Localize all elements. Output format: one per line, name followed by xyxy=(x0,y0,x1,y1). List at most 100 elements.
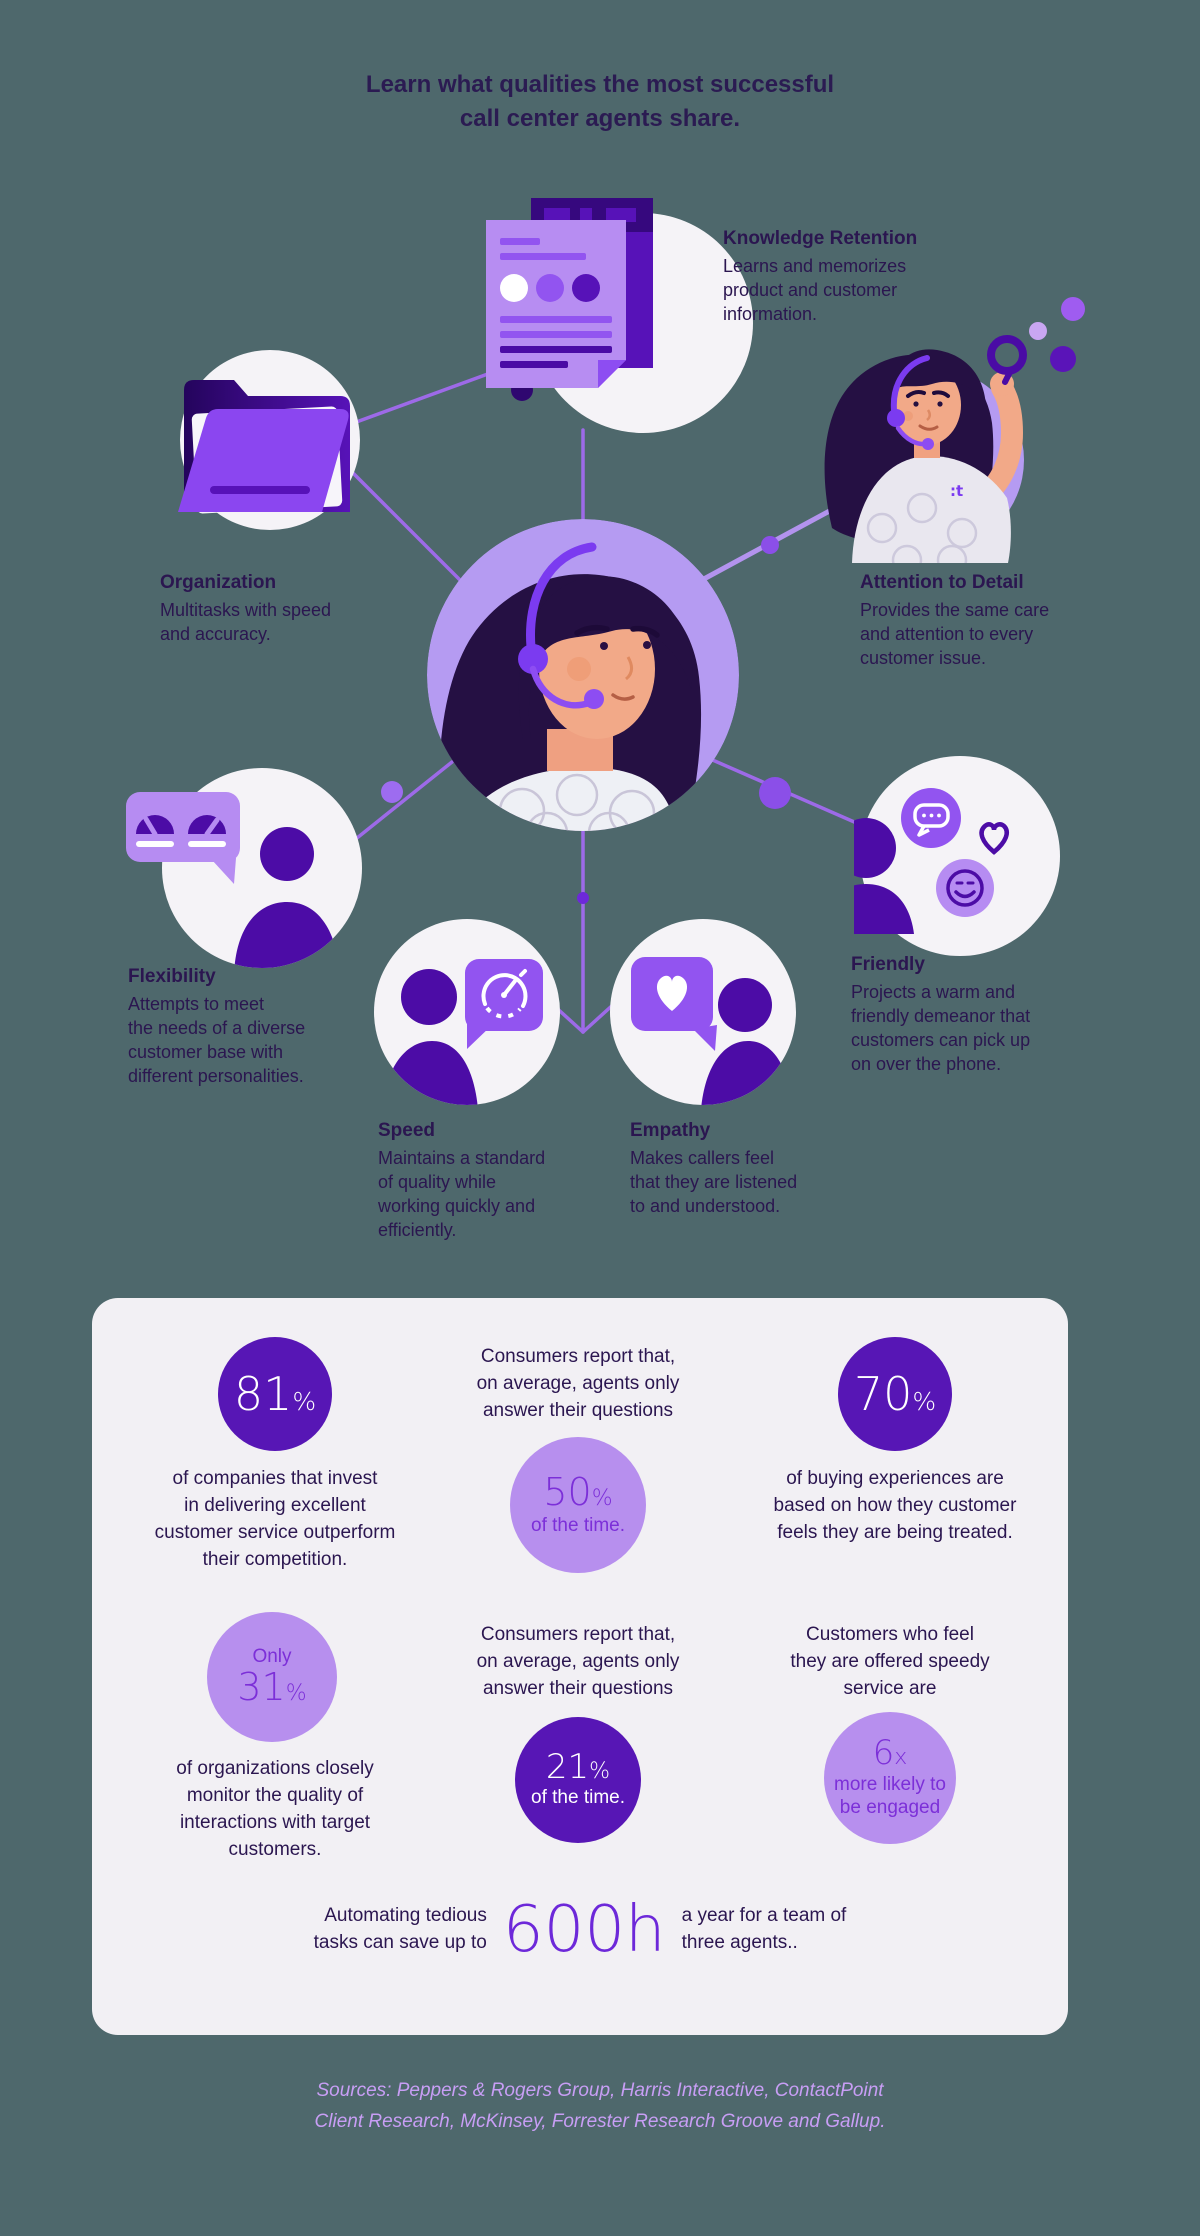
heart-icon xyxy=(656,975,688,1011)
shirt xyxy=(852,455,1011,563)
stat-value: 50% xyxy=(543,1469,613,1514)
blush xyxy=(567,657,591,681)
eye xyxy=(913,401,919,407)
smiley-badge xyxy=(936,859,994,917)
nose xyxy=(624,656,633,681)
headset-mic-tip xyxy=(584,689,604,709)
mouth xyxy=(918,424,939,431)
stat-value: 70% xyxy=(853,1366,937,1421)
empathy-icon xyxy=(610,919,796,1105)
page-title: Learn what qualities the most successful… xyxy=(365,71,835,132)
headset-mic-tip xyxy=(922,438,934,450)
stat-circle-70: 70% xyxy=(838,1337,952,1451)
headset-earpad xyxy=(518,644,548,674)
quality-friendly: Friendly Projects a warm and friendly de… xyxy=(851,954,1101,1076)
eye xyxy=(600,642,608,650)
stat-intro-21: Consumers report that, on average, agent… xyxy=(476,1624,680,1699)
document-icon xyxy=(486,198,653,388)
quality-speed: Speed Maintains a standard of quality wh… xyxy=(378,1120,608,1242)
quality-title: Empathy xyxy=(630,1120,711,1141)
mouth xyxy=(611,693,635,701)
heart-icon xyxy=(979,822,1009,855)
person-silhouette-icon xyxy=(854,818,914,934)
speech-bubble-tail xyxy=(467,1017,492,1049)
decor-dot xyxy=(577,892,589,904)
stat-number: 70 xyxy=(853,1366,913,1421)
stat-unit: % xyxy=(292,1386,317,1416)
quality-title: Knowledge Retention xyxy=(723,228,918,249)
stat-prefix: Only xyxy=(252,1645,292,1667)
stat-caption: of the time. xyxy=(531,1514,625,1536)
gauge-icon xyxy=(136,815,174,847)
speech-bubble-tail xyxy=(693,1025,717,1051)
quality-title: Friendly xyxy=(851,954,925,975)
quality-desc: Provides the same care and attention to … xyxy=(860,600,1050,669)
quality-desc: Projects a warm and friendly demeanor th… xyxy=(851,982,1031,1075)
eyebrow xyxy=(906,390,926,398)
folder-icon xyxy=(178,380,350,514)
decor-dot xyxy=(1029,322,1047,340)
stat-circle-81: 81% xyxy=(218,1337,332,1451)
quality-flexibility: Flexibility Attempts to meet the needs o… xyxy=(128,966,378,1088)
center-agent-illustration xyxy=(427,519,739,831)
decor-dot xyxy=(1061,297,1085,321)
stat-number: 81 xyxy=(233,1366,293,1421)
sources-text: Sources: Peppers & Rogers Group, Harris … xyxy=(314,2080,886,2132)
eye xyxy=(937,401,943,407)
decor-dot xyxy=(759,777,791,809)
connector-line xyxy=(350,760,454,844)
connector-line xyxy=(350,470,470,590)
decor-dot xyxy=(761,536,779,554)
magnifier-icon xyxy=(987,335,1027,375)
headset-earpad xyxy=(887,409,905,427)
speech-bubble-tail xyxy=(212,858,236,884)
quality-empathy: Empathy Makes callers feel that they are… xyxy=(630,1120,860,1218)
person-silhouette-icon xyxy=(234,827,340,968)
headset-mic xyxy=(529,665,593,709)
chat-bubble-icon xyxy=(913,803,950,837)
quality-title: Organization xyxy=(160,572,277,593)
headset-icon xyxy=(526,542,597,652)
quality-desc: Makes callers feel that they are listene… xyxy=(630,1148,798,1217)
stat-number: 50 xyxy=(543,1469,592,1514)
attention-agent-illustration: :t xyxy=(824,335,1027,563)
quality-title: Flexibility xyxy=(128,966,216,987)
decor-dots-group xyxy=(381,297,1085,904)
quality-title: Attention to Detail xyxy=(860,572,1024,593)
eyebrow xyxy=(630,625,660,638)
friendly-icon xyxy=(854,756,1060,956)
stat-value: 81% xyxy=(233,1366,317,1421)
quality-attention-to-detail: Attention to Detail Provides the same ca… xyxy=(860,572,1110,670)
decor-dot xyxy=(381,781,403,803)
smiley-icon xyxy=(946,869,984,907)
stat-desc-31: of organizations closely monitor the qua… xyxy=(176,1758,374,1860)
quality-organization: Organization Multitasks with speed and a… xyxy=(160,572,400,646)
stat-intro-50: Consumers report that, on average, agent… xyxy=(476,1346,680,1421)
stat-desc-70: of buying experiences are based on how t… xyxy=(773,1468,1017,1543)
raised-arm xyxy=(971,377,1024,509)
stat-unit: % xyxy=(912,1386,937,1416)
chat-badge xyxy=(901,788,961,848)
stat-circle-21: 21% of the time. xyxy=(515,1717,641,1843)
eyebrow xyxy=(574,624,610,636)
stat-unit: % xyxy=(589,1758,611,1784)
savings-row: Automating tedious tasks can save up to … xyxy=(92,1898,1068,1962)
stat-value: 31% xyxy=(237,1664,306,1709)
magnifier-handle xyxy=(1002,367,1014,385)
shirt-pattern xyxy=(866,492,978,563)
stat-caption: more likely to be engaged xyxy=(834,1774,946,1818)
quality-desc: Learns and memorizes product and custome… xyxy=(723,256,907,325)
stat-unit: % xyxy=(591,1485,613,1511)
stat-circle-31: Only 31% xyxy=(207,1612,337,1742)
gauge-icon xyxy=(188,815,226,847)
savings-before: Automating tedious tasks can save up to xyxy=(313,1905,487,1953)
quality-desc: Attempts to meet the needs of a diverse … xyxy=(128,994,306,1087)
quality-title: Speed xyxy=(378,1120,436,1141)
stat-caption: of the time. xyxy=(531,1787,625,1809)
savings-after: a year for a team of three agents.. xyxy=(681,1905,847,1953)
nose xyxy=(926,409,931,421)
stat-number: 31 xyxy=(237,1664,286,1709)
